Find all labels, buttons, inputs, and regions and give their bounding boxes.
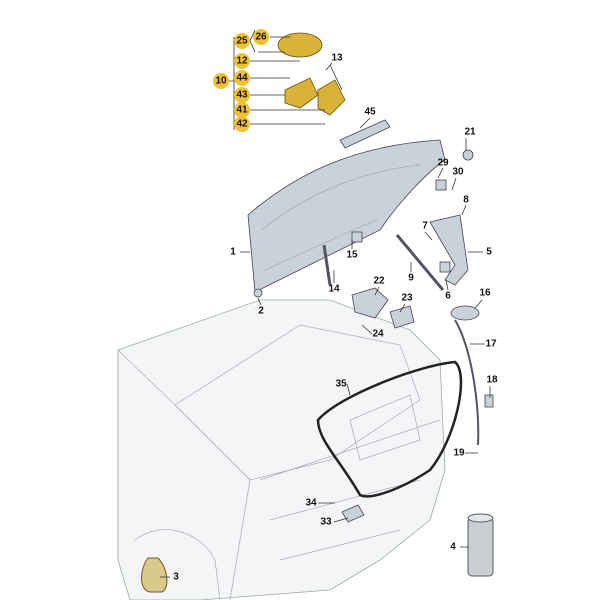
callout-7: 7 — [422, 221, 428, 232]
callout-26: 26 — [255, 32, 267, 43]
callout-labels: 25 26 12 13 10 44 43 41 42 45 21 29 30 8… — [173, 32, 498, 583]
grommet-16 — [450, 305, 480, 321]
callout-3: 3 — [173, 572, 179, 583]
clip-21 — [462, 149, 474, 161]
lock-22 — [351, 287, 389, 319]
callout-1: 1 — [230, 247, 236, 258]
callout-12: 12 — [236, 56, 248, 67]
cable — [454, 319, 480, 446]
callout-6: 6 — [445, 291, 451, 302]
callout-25: 25 — [236, 36, 248, 47]
callout-14: 14 — [328, 284, 340, 295]
buffer-2 — [253, 288, 263, 298]
lock-assembly — [277, 32, 346, 116]
callout-22: 22 — [373, 276, 385, 287]
striker-23 — [389, 305, 415, 329]
callout-43: 43 — [236, 90, 248, 101]
callout-30: 30 — [452, 167, 464, 178]
callout-41: 41 — [236, 105, 248, 116]
clip-18 — [484, 394, 494, 408]
callout-4: 4 — [450, 542, 456, 553]
callout-23: 23 — [401, 293, 413, 304]
callout-24: 24 — [372, 329, 384, 340]
callout-8: 8 — [463, 195, 469, 206]
callout-42: 42 — [236, 119, 248, 130]
boot-seal — [316, 360, 463, 498]
spray-can — [467, 513, 494, 577]
callout-21: 21 — [464, 127, 476, 138]
trim-strip — [339, 119, 391, 149]
callout-13: 13 — [331, 53, 343, 64]
callout-10: 10 — [215, 76, 227, 87]
callout-45: 45 — [364, 107, 376, 118]
callout-9: 9 — [408, 273, 414, 284]
callout-15: 15 — [346, 250, 358, 261]
part-15 — [351, 231, 363, 243]
callout-2: 2 — [258, 306, 264, 317]
buffer-29 — [435, 179, 447, 191]
callout-17: 17 — [485, 339, 497, 350]
callout-19: 19 — [453, 448, 465, 459]
callout-29: 29 — [437, 158, 449, 169]
car-body — [117, 299, 446, 600]
hinge — [429, 214, 469, 286]
part-6 — [439, 261, 451, 273]
callout-18: 18 — [486, 375, 498, 386]
boot-lid — [247, 139, 446, 293]
callout-16: 16 — [479, 288, 491, 299]
parts-bag — [141, 557, 168, 593]
leader-lines — [160, 29, 491, 578]
callout-33: 33 — [320, 517, 332, 528]
callout-44: 44 — [236, 73, 248, 84]
gas-strut-14 — [322, 244, 332, 286]
callout-34: 34 — [305, 498, 317, 509]
callout-5: 5 — [486, 247, 492, 258]
highlighted-callouts — [213, 29, 269, 132]
gas-strut-9 — [395, 234, 445, 291]
callout-35: 35 — [335, 379, 347, 390]
